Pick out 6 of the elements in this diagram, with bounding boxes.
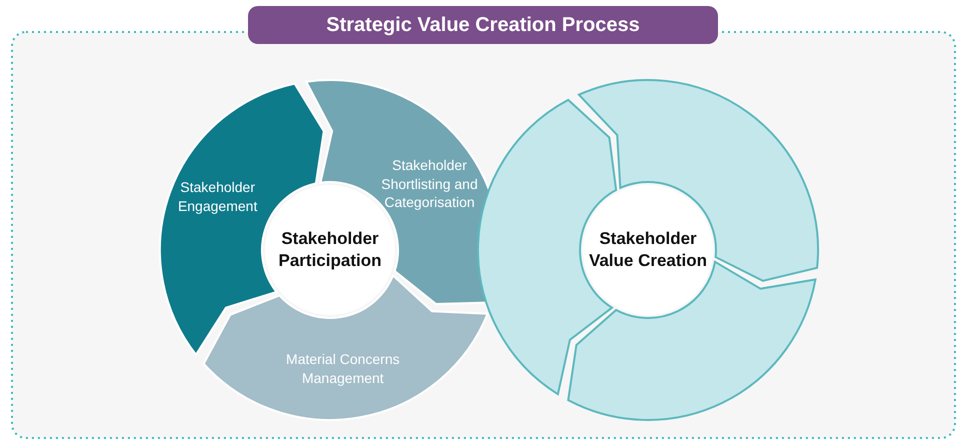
- segment-label: Stakeholder Engagement: [176, 178, 258, 216]
- segment-label: Stakeholder Shortlisting and Categorisation: [380, 156, 479, 212]
- center-label: Stakeholder Participation: [278, 228, 382, 272]
- center-label: Stakeholder Value Creation: [588, 228, 708, 272]
- title-banner: Strategic Value Creation Process: [248, 6, 718, 44]
- segment-label: Material Concerns Management: [285, 350, 401, 388]
